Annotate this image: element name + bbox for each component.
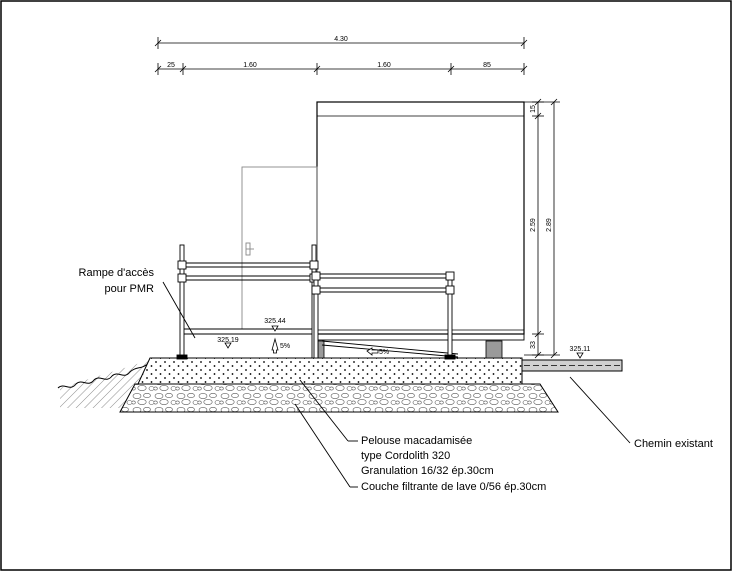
dim-segment-3: 1.60	[377, 62, 391, 69]
dim-segment-1: 25	[167, 62, 175, 69]
ramp-platform	[182, 328, 459, 358]
slope-arrow-ramp-icon: 5%	[271, 337, 290, 354]
leader-lines	[162, 281, 631, 488]
vertical-dimensions	[524, 98, 560, 359]
svg-text:5%: 5%	[379, 349, 389, 356]
svg-text:325.44: 325.44	[264, 318, 286, 325]
svg-text:5%: 5%	[280, 343, 290, 350]
slope-arrow-ground-icon: 5%	[366, 347, 389, 356]
level-marker-ramp-start: 325.19	[217, 337, 239, 349]
svg-text:325.11: 325.11	[570, 346, 591, 353]
filter-lava-layer	[119, 383, 559, 413]
horizontal-dimensions	[154, 37, 528, 75]
dim-segment-4: 85	[483, 62, 491, 69]
dim-total-width: 4.30	[334, 36, 348, 43]
dim-segment-2: 1.60	[243, 62, 257, 69]
cabin	[316, 101, 525, 359]
label-lawn-line3: Granulation 16/32 ép.30cm	[361, 465, 494, 477]
right-railing	[311, 271, 456, 360]
label-ramp-line2: pour PMR	[104, 283, 154, 295]
level-marker-ramp-top: 325.44	[264, 318, 286, 332]
terrain-hatch	[60, 360, 150, 408]
macadamised-lawn-layer	[137, 357, 523, 385]
label-ramp-line1: Rampe d'accès	[79, 267, 155, 279]
label-lawn-line2: type Cordolith 320	[361, 450, 450, 462]
terrain-grass-line	[57, 361, 151, 389]
left-railing	[176, 244, 319, 360]
label-filter-layer: Couche filtrante de lave 0/56 ép.30cm	[361, 481, 546, 493]
dim-vertical-middle: 2.59	[530, 218, 537, 232]
dim-vertical-top: 15	[530, 105, 537, 113]
label-lawn-line1: Pelouse macadamisée	[361, 435, 472, 447]
open-door	[241, 166, 318, 330]
level-marker-path: 325.11	[570, 346, 591, 359]
svg-text:325.19: 325.19	[217, 337, 239, 344]
label-existing-path: Chemin existant	[634, 438, 713, 450]
dim-vertical-bottom: 33	[530, 341, 537, 349]
dim-vertical-total: 2.89	[546, 218, 553, 232]
